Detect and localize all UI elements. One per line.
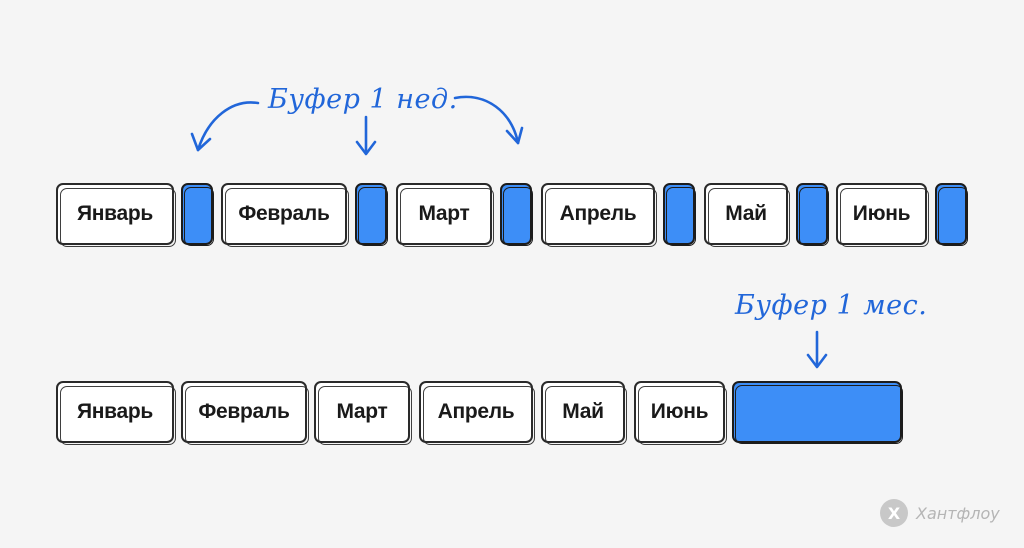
row2-month-may: Май (541, 381, 627, 445)
brand-logo: X Хантфлоу (880, 499, 1000, 527)
row2-month-january: Январь (56, 381, 176, 445)
curved-arrow-left-icon (196, 101, 260, 152)
row1-month-january: Январь (56, 183, 176, 247)
monthly-buffer-annotation: Буфер 1 мес. (735, 290, 928, 321)
row2-month-march: Март (314, 381, 412, 445)
curved-arrow-right-icon (453, 95, 520, 145)
row1-buffer-week (181, 183, 214, 246)
row2-buffer-month (732, 381, 903, 444)
row1-buffer-week (355, 183, 388, 246)
row2-month-april: Апрель (419, 381, 535, 445)
brand-mark-icon: X (880, 499, 908, 527)
row2-month-june: Июнь (634, 381, 727, 445)
row1-month-may: Май (704, 183, 790, 247)
row1-month-june: Июнь (836, 183, 929, 247)
row1-buffer-week (935, 183, 968, 246)
row1-month-april: Апрель (541, 183, 657, 247)
weekly-buffer-annotation: Буфер 1 нед. (268, 84, 458, 115)
row1-month-march: Март (396, 183, 494, 247)
row1-buffer-week (500, 183, 533, 246)
row1-buffer-week (663, 183, 696, 246)
row1-buffer-week (796, 183, 829, 246)
row2-month-february: Февраль (181, 381, 309, 445)
brand-name: Хантфлоу (916, 503, 1000, 523)
row1-month-february: Февраль (221, 183, 349, 247)
